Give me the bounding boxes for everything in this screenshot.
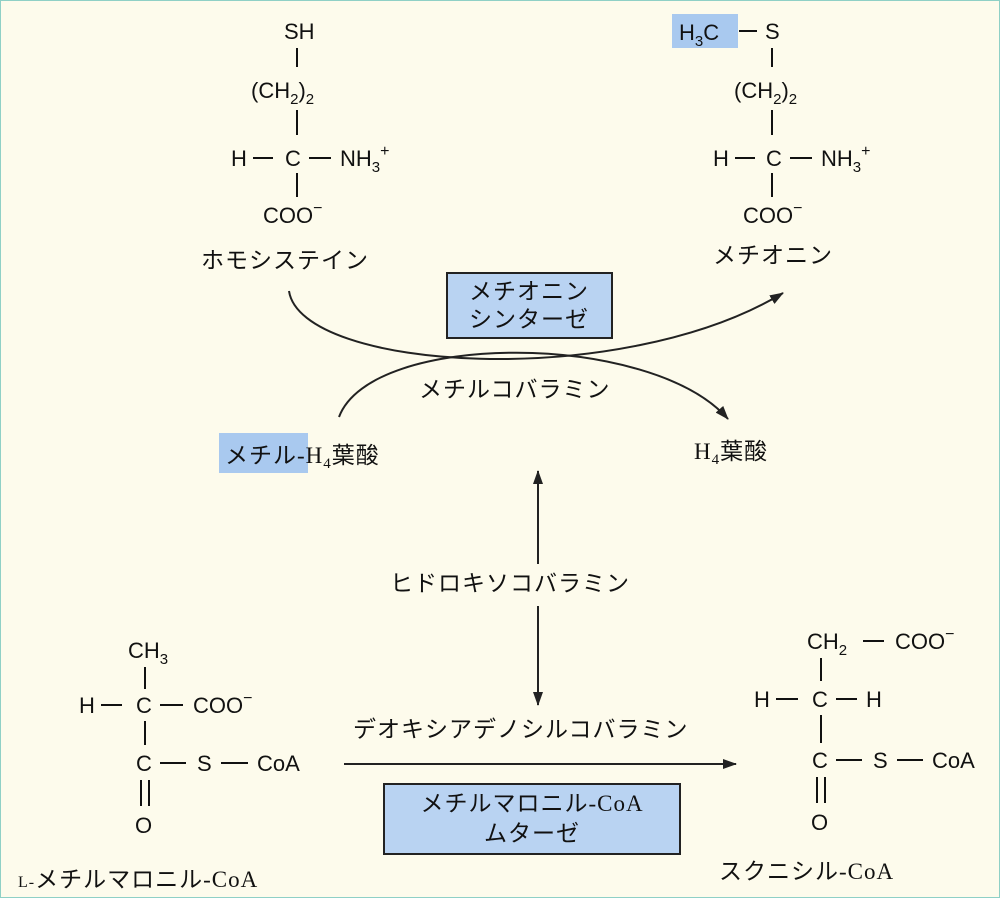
deoxyadenosylcobalamin-label: デオキシアデノシルコバラミン [353, 717, 689, 742]
h4folate-label: H4葉酸 [694, 439, 768, 468]
homocysteine-nh3: NH3+ [340, 143, 389, 176]
hydroxocobalamin-label: ヒドロキソコバラミン [390, 571, 630, 596]
succinyl-h: H [754, 687, 770, 712]
homocysteine-to-methionine-arrow [288, 290, 784, 360]
methylmalonyl-coa-structure: CH3 H C COO− C S CoA O L-メチルマロニル-CoA [18, 638, 300, 892]
methylmalonyl-h: H [79, 693, 95, 718]
succinyl-coo: COO− [895, 626, 954, 654]
enzyme-box [383, 783, 681, 855]
methylmalonyl-label: L-メチルマロニル-CoA [18, 867, 258, 892]
succinyl-s: S [873, 748, 888, 773]
enzyme1-line2: シンターゼ [469, 307, 589, 332]
homocysteine-structure: SH (CH2)2 H C NH3+ COO− ホモシステイン [201, 19, 389, 273]
methyl-h4folate: メチル-H4葉酸 [219, 433, 380, 473]
methionine-c: C [766, 146, 782, 171]
succinyl-c: C [812, 687, 828, 712]
homocysteine-c: C [285, 146, 301, 171]
succinyl-label: スクニシル-CoA [719, 859, 894, 884]
methionine-s: S [765, 19, 780, 44]
methionine-structure: H3C S (CH2)2 H C NH3+ COO− メチオニン [672, 14, 870, 268]
methylcobalamin-label: メチルコバラミン [419, 377, 611, 402]
enzyme1-line1: メチオニン [469, 279, 589, 304]
methylmalonyl-o: O [135, 813, 152, 838]
methylmalonyl-c: C [136, 693, 152, 718]
methyl-highlight [672, 14, 738, 48]
methylmalonyl-coa-mutase-box: メチルマロニル-CoA ムターゼ [383, 783, 681, 855]
methyl-h4folate-label: メチル-H4葉酸 [225, 443, 380, 472]
succinyl-h2: H [866, 687, 882, 712]
methionine-nh3: NH3+ [821, 143, 870, 176]
homocysteine-label: ホモシステイン [201, 248, 369, 273]
succinyl-c2: C [812, 748, 828, 773]
methylmalonyl-coa: CoA [257, 751, 300, 776]
succinyl-o: O [811, 810, 828, 835]
methyl-highlight [219, 433, 308, 473]
enzyme2-line1: メチルマロニル-CoA [420, 791, 643, 816]
succinyl-ch2: CH2 [807, 629, 847, 659]
homocysteine-sh: SH [284, 19, 315, 44]
homocysteine-coo: COO− [263, 200, 322, 228]
methylmalonyl-ch3: CH3 [128, 638, 168, 668]
methylmalonyl-coo: COO− [193, 690, 252, 718]
methionine-coo: COO− [743, 200, 802, 228]
methionine-synthase-box: メチオニン シンターゼ [446, 272, 613, 339]
methionine-ch2: (CH2)2 [734, 78, 797, 108]
methylmalonyl-s: S [197, 751, 212, 776]
succinyl-coa: CoA [932, 748, 975, 773]
enzyme2-line2: ムターゼ [484, 821, 580, 846]
methylmalonyl-c2: C [136, 751, 152, 776]
methyl-h4folate-to-h4folate-arrow [338, 351, 729, 420]
methionine-h3c: H3C [679, 20, 719, 50]
homocysteine-h: H [231, 146, 247, 171]
succinyl-coa-structure: CH2 COO− H C H C S CoA O スクニシル-CoA [719, 626, 975, 884]
enzyme-box [446, 272, 613, 339]
methionine-label: メチオニン [713, 243, 833, 268]
homocysteine-ch2: (CH2)2 [251, 78, 314, 108]
methionine-h: H [713, 146, 729, 171]
